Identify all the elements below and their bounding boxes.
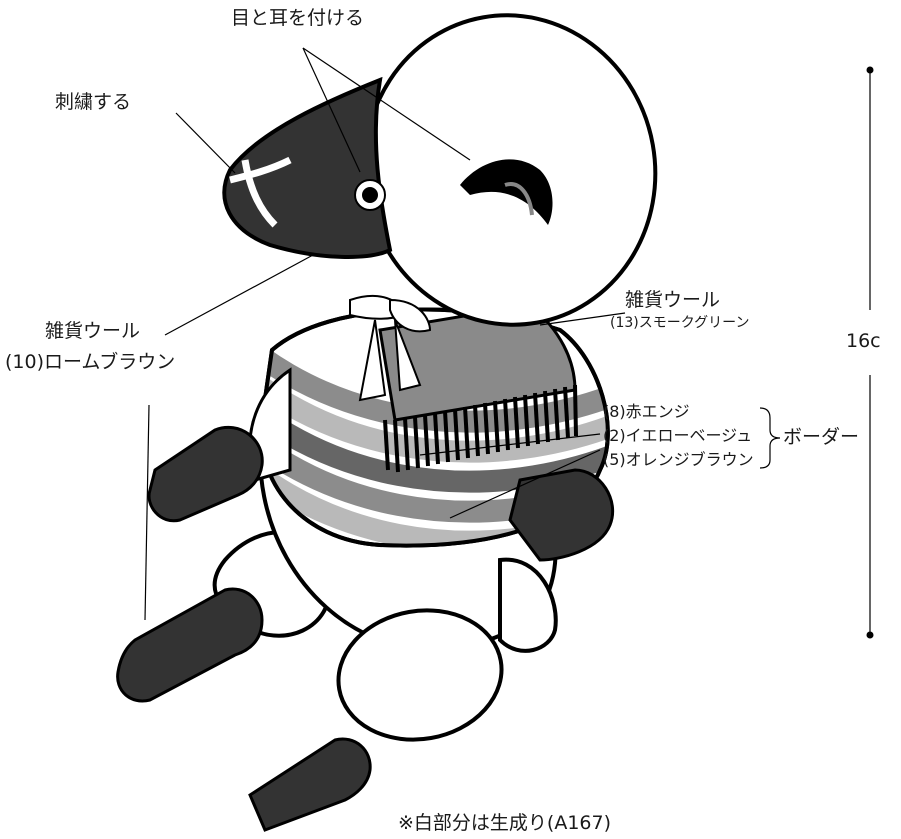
stripe-brace [759, 407, 781, 469]
scarf [378, 303, 578, 473]
label-stripe-2: (2)イエローベージュ [603, 426, 753, 445]
label-wool-right-name: 雑貨ウール [625, 289, 721, 311]
sweater [147, 307, 615, 562]
height-bracket [866, 66, 874, 639]
label-border: ボーダー [783, 426, 860, 448]
label-height: 16c [846, 330, 881, 352]
label-wool-left-name: 雑貨ウール [45, 320, 141, 342]
label-stripe-1: (8)赤エンジ [603, 402, 690, 421]
right-leg [248, 557, 558, 832]
label-wool-left-color: (10)ロームブラウン [5, 351, 176, 373]
leader-lines [144, 47, 626, 621]
label-wool-right-color: (13)スモークグリーン [610, 315, 750, 331]
label-embroider: 刺繍する [55, 91, 132, 113]
label-note: ※白部分は生成り(A167) [398, 812, 612, 834]
head [222, 13, 658, 402]
label-stripe-3: (5)オレンジブラウン [603, 450, 754, 469]
label-eyes-ears: 目と耳を付ける [231, 7, 365, 29]
